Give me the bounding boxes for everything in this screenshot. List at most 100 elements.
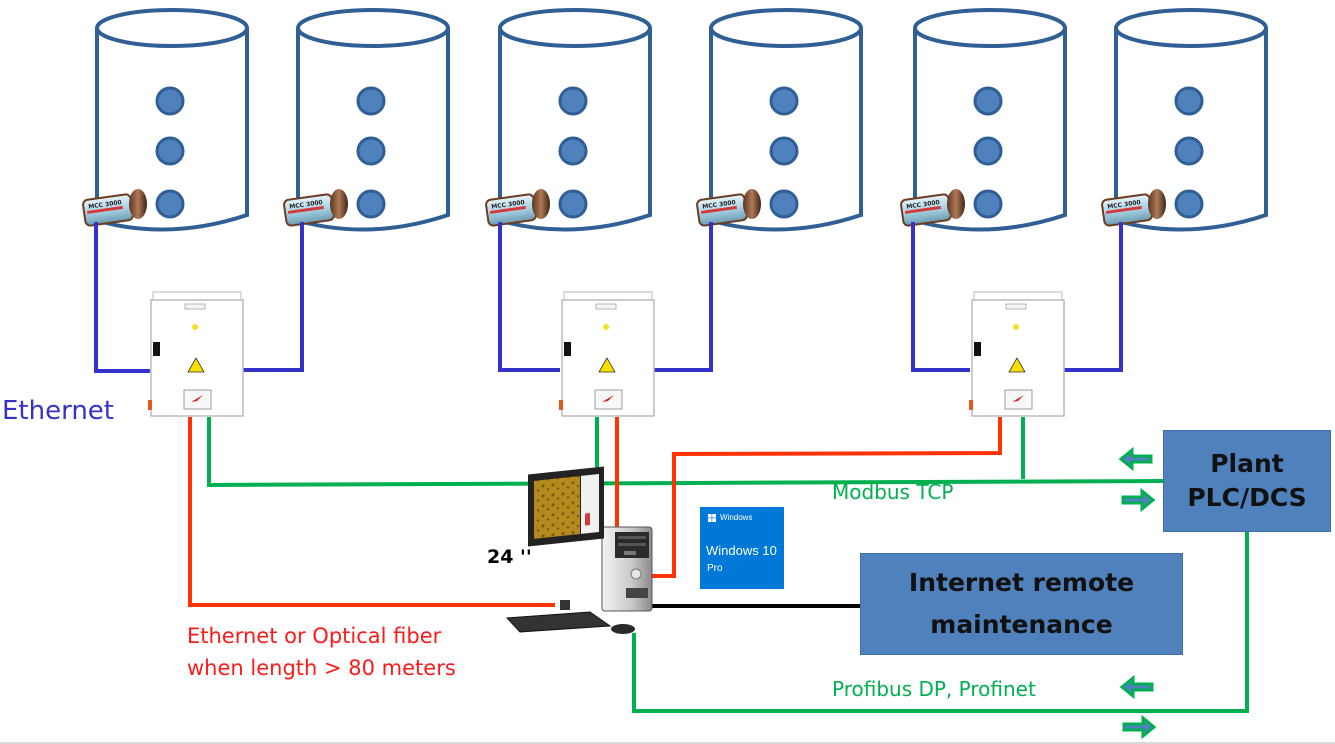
control-cabinet[interactable] [969,291,1065,417]
tank-port [973,189,1003,219]
arrow-left-icon [1118,446,1153,472]
tank-outline [709,28,863,232]
tank-port [973,136,1003,166]
tank-top [498,8,652,48]
mcc-sensor[interactable]: MCC 3000 [1101,189,1166,227]
tank-outline [296,28,450,232]
cabinet-gland [559,400,563,410]
sensor-flange [532,189,550,219]
tank-port [769,86,799,116]
fiber-wire [188,417,555,607]
sensor-label: MCC 3000 [491,199,525,211]
plant-plc-dcs-box[interactable]: Plant PLC/DCS [1163,430,1331,532]
wires [94,222,1249,713]
fiber-label: Ethernet or Optical fiber when length > … [187,620,456,684]
modbus-wire [207,417,1164,488]
status-lamp-icon [603,324,609,330]
tank[interactable]: MCC 3000 [82,8,249,232]
cabinet-nameplate [184,303,206,310]
windows-product-label: Windows 10 [706,543,777,558]
pc-workstation[interactable] [505,466,653,634]
high-voltage-warning-icon [1008,357,1026,373]
internet-remote-maintenance-box[interactable]: Internet remote maintenance [860,553,1183,655]
tank-top [296,8,450,48]
sensor-label: MCC 3000 [88,199,122,211]
mcc-sensor[interactable]: MCC 3000 [900,189,965,227]
tank-port [1174,86,1204,116]
sensor-stripe [1105,205,1142,214]
windows-small-label: Windows [720,513,753,522]
mcc-sensor[interactable]: MCC 3000 [82,189,147,227]
cabinet-gland [969,400,973,410]
tank-port [155,136,185,166]
mcc-sensor[interactable]: MCC 3000 [696,189,761,227]
plc-box-line2: PLC/DCS [1187,483,1307,512]
drive-slot [624,551,636,555]
monitor-size-label: 24 '' [487,546,532,568]
control-cabinet[interactable] [559,291,655,417]
high-voltage-warning-icon [187,357,205,373]
tank-port [1174,136,1204,166]
sensor-stripe [287,205,324,214]
tank-port [1174,189,1204,219]
tank[interactable]: MCC 3000 [900,8,1067,232]
tanks-layer: MCC 3000 MCC 3000 MCC 3000 MCC 3000 MCC 3000… [82,8,1268,232]
control-cabinet[interactable] [148,291,244,417]
tank[interactable]: MCC 3000 [696,8,863,232]
drive-bay [618,543,646,546]
iteca-logo-icon [191,395,203,402]
tank[interactable]: MCC 3000 [1101,8,1268,232]
sensor-stripe [904,205,941,214]
ethernet-wire [652,222,713,372]
cabinet-roof [973,291,1063,301]
cabinet-roof [152,291,242,301]
screen-histogram [585,512,590,526]
mcc-sensor[interactable]: MCC 3000 [283,189,348,227]
tank-top [913,8,1067,48]
tank-top [1114,8,1268,48]
tank-top [95,8,249,48]
windows-edition-label: Pro [707,563,723,574]
door-handle [974,342,981,356]
tank-outline [95,28,249,232]
tank-outline [913,28,1067,232]
internet-box-line1: Internet remote [908,568,1135,597]
door-handle [153,342,160,356]
cabinet-nameplate [595,303,617,310]
arrow-right-icon [1122,714,1157,740]
sensor-flange [330,189,348,219]
sensor-flange [129,189,147,219]
tank-top [709,8,863,48]
tank-port [769,136,799,166]
windows-10-badge: Windows Windows 10 Pro [700,507,784,589]
sensor-stripe [489,205,526,214]
tank[interactable]: MCC 3000 [485,8,652,232]
profibus-label: Profibus DP, Profinet [832,677,1036,701]
tank-port [356,136,386,166]
cabinet-nameplate [1005,303,1027,310]
high-voltage-warning-icon [598,357,616,373]
sensor-label: MCC 3000 [702,199,736,211]
sensor-label: MCC 3000 [1107,199,1141,211]
cabinet-body [971,299,1065,417]
tank-port [155,189,185,219]
mcc-sensor[interactable]: MCC 3000 [485,189,550,227]
tank-port [155,86,185,116]
sensor-stripe [86,205,123,214]
sensor-label: MCC 3000 [906,199,940,211]
iteca-logo-icon [1012,395,1024,402]
tank-port [769,189,799,219]
ethernet-wire [243,222,304,372]
mouse [611,624,635,634]
tank[interactable]: MCC 3000 [283,8,450,232]
tank-port [558,136,588,166]
tank-port [558,189,588,219]
status-lamp-icon [192,324,198,330]
cabinets-layer [148,291,1065,417]
sensor-flange [743,189,761,219]
ethernet-wire [94,222,150,373]
tank-outline [1114,28,1268,232]
fiber-wire [651,417,1002,578]
ethernet-wire [911,222,970,372]
arrows-layer [1118,446,1157,740]
